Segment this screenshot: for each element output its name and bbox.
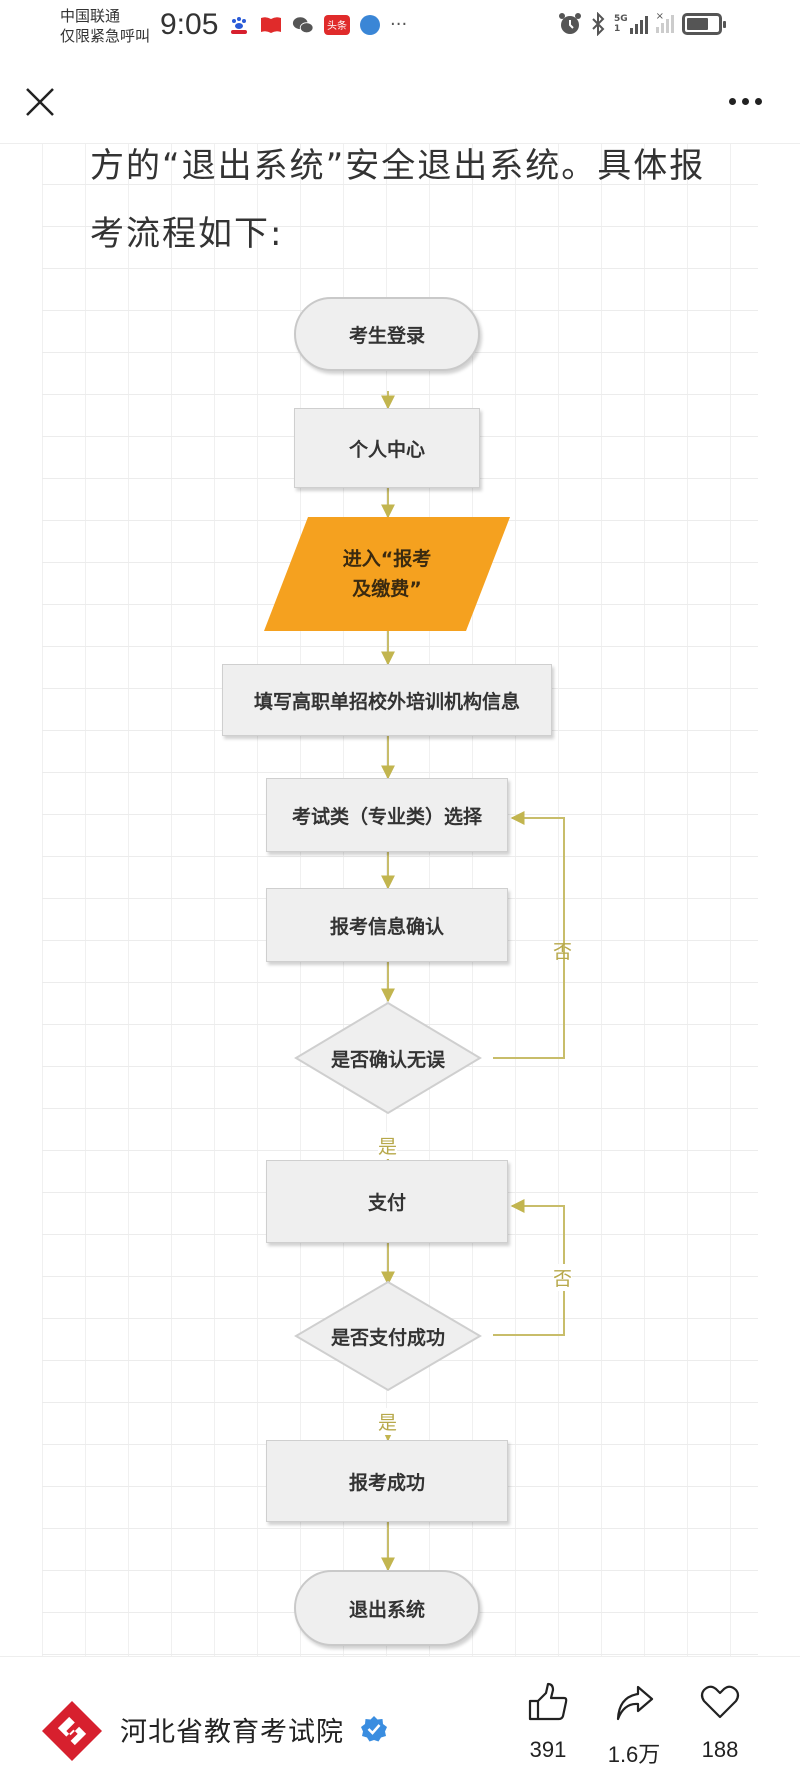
node-label: 是否支付成功 (330, 1326, 445, 1349)
wechat-icon (292, 15, 314, 35)
grid-background (42, 144, 758, 1656)
flow-node-pay: 支付 (266, 1160, 508, 1243)
parallelogram-shape (264, 517, 510, 631)
hebei-exam-logo-icon (42, 1701, 102, 1761)
article-text-line-2: 考流程如下: (90, 214, 284, 254)
flow-decision-confirm: 是否确认无误 (294, 1001, 482, 1115)
flow-node-logout: 退出系统 (294, 1570, 480, 1646)
favorite-button[interactable]: 188 (680, 1681, 760, 1763)
flow-node-personal-center: 个人中心 (294, 408, 480, 488)
battery-icon (681, 13, 726, 35)
node-label: 填写高职单招校外培训机构信息 (253, 690, 520, 713)
bluetooth-icon (592, 12, 605, 36)
flow-node-enter-registration: 进入“报考 及缴费” (264, 517, 510, 631)
node-label: 考试类（专业类）选择 (291, 805, 482, 828)
edge-label-pay-yes: 是 (378, 1408, 398, 1435)
browser-icon (360, 14, 380, 35)
flow-node-fill-info: 填写高职单招校外培训机构信息 (222, 664, 552, 736)
emergency-only: 仅限紧急呼叫 (60, 27, 151, 45)
node-label: 个人中心 (348, 438, 425, 461)
diamond-shape (294, 1280, 482, 1392)
edge-label-pay-no: 否 (553, 1264, 573, 1291)
flow-node-success: 报考成功 (266, 1440, 508, 1522)
like-count: 391 (529, 1737, 567, 1762)
favorite-count: 188 (701, 1737, 739, 1762)
article-text-line-1: 方的“退出系统”安全退出系统。具体报 (90, 146, 706, 186)
heart-icon (700, 1685, 740, 1719)
account-avatar[interactable] (40, 1699, 104, 1763)
thumbs-up-icon (528, 1682, 568, 1721)
node-label: 是否确认无误 (330, 1048, 445, 1071)
diamond-shape (294, 1001, 482, 1115)
toutiao-label: 头条 (327, 21, 347, 32)
alarm-icon (559, 13, 581, 34)
close-icon (26, 88, 54, 116)
top-nav-bar (0, 56, 800, 144)
flowchart: 考生登录 个人中心 进入“报考 及缴费” 填写高职单招校外培训机构信息 考试类（… (0, 144, 800, 1656)
flow-node-select-category: 考试类（专业类）选择 (266, 778, 508, 852)
signal-sim2-icon: × (655, 11, 674, 33)
more-dot-icon (754, 97, 762, 105)
like-button[interactable]: 391 (508, 1681, 588, 1763)
flow-decision-pay: 是否支付成功 (294, 1280, 482, 1392)
node-label: 退出系统 (348, 1598, 425, 1621)
flow-node-login: 考生登录 (294, 297, 480, 371)
baidu-icon (228, 14, 250, 35)
node-label: 考生登录 (348, 324, 425, 347)
toutiao-icon: 头条 (324, 14, 350, 35)
book-icon (260, 15, 282, 35)
node-label-line-1: 进入“报考 (342, 548, 432, 570)
more-notifications-icon: ··· (390, 14, 408, 35)
node-label: 支付 (367, 1192, 406, 1214)
notification-icons: 头条 ··· (228, 14, 407, 35)
more-options-button[interactable] (720, 86, 770, 116)
bottom-action-bar: 河北省教育考试院 391 1.6万 188 (0, 1656, 800, 1778)
share-button[interactable]: 1.6万 (594, 1681, 674, 1769)
more-dot-icon (741, 97, 749, 105)
node-label-line-2: 及缴费” (352, 578, 422, 600)
verified-badge-icon (361, 1716, 387, 1742)
share-arrow-icon (616, 1685, 654, 1721)
article-image: 方的“退出系统”安全退出系统。具体报 考流程如下: 考 (0, 144, 800, 1656)
clock: 9:05 (160, 8, 219, 41)
node-label: 报考成功 (348, 1471, 425, 1494)
account-name[interactable]: 河北省教育考试院 (120, 1717, 344, 1748)
edge-label-confirm-yes: 是 (378, 1132, 398, 1159)
carrier-info: 中国联通 仅限紧急呼叫 (60, 6, 150, 46)
carrier-name: 中国联通 (60, 7, 121, 25)
flow-node-confirm-info: 报考信息确认 (266, 888, 508, 962)
edge-label-confirm-no: 否 (553, 941, 573, 963)
share-count: 1.6万 (607, 1742, 661, 1767)
node-label: 报考信息确认 (329, 915, 444, 938)
close-button[interactable] (20, 82, 60, 122)
more-dot-icon (728, 97, 736, 105)
